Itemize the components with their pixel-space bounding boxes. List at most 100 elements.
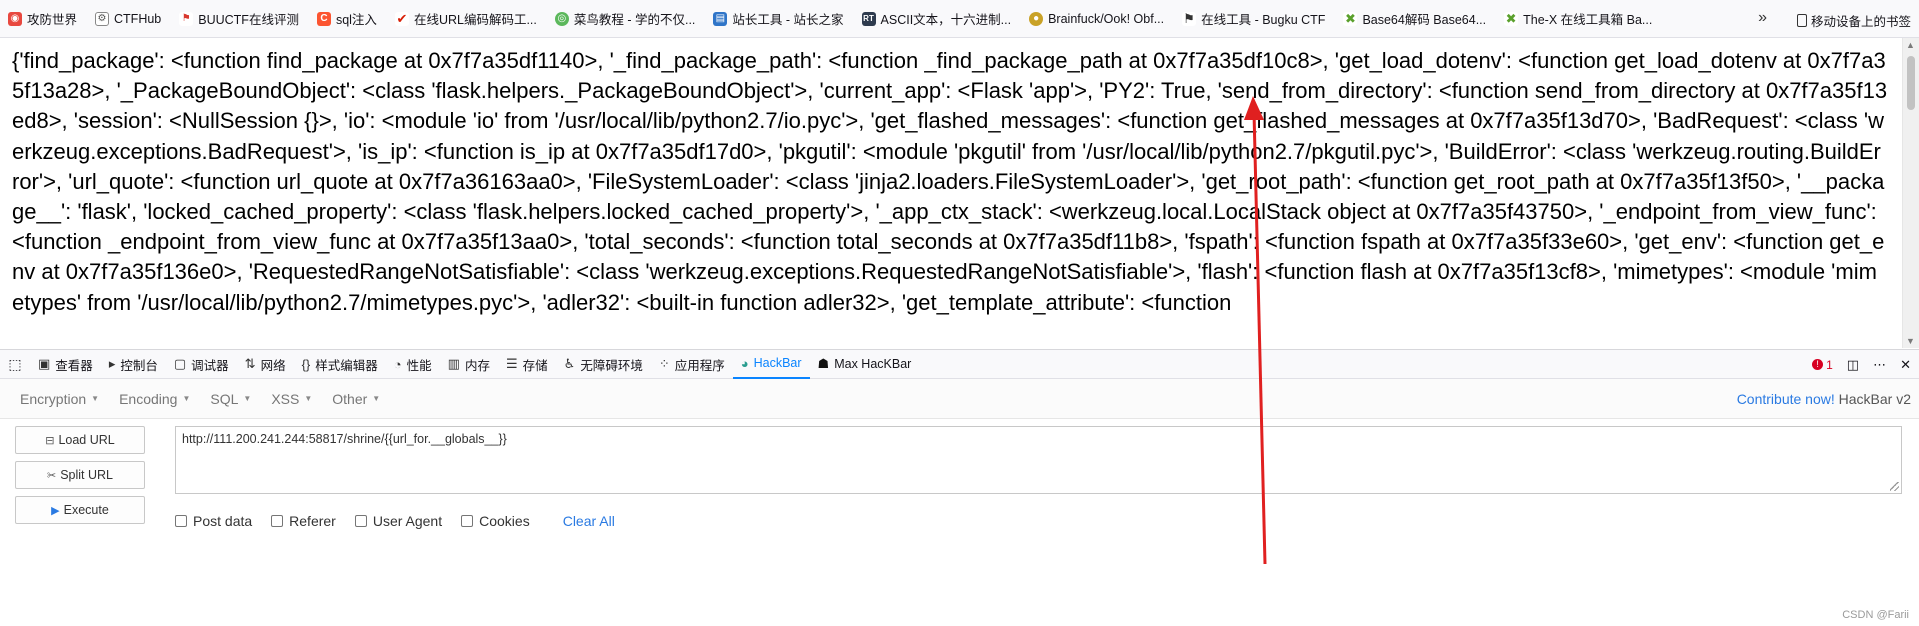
scissors-icon: ✂ bbox=[46, 469, 57, 482]
csdn-icon: C bbox=[316, 11, 331, 26]
referer-checkbox[interactable] bbox=[271, 515, 284, 527]
split-url-button[interactable]: ✂Split URL bbox=[15, 461, 145, 489]
max-hackbar-icon: ☗ bbox=[817, 356, 830, 371]
memory-icon: ▥ bbox=[447, 356, 460, 371]
tab-debugger[interactable]: ▢调试器 bbox=[173, 356, 229, 373]
tab-inspector[interactable]: ▣查看器 bbox=[38, 356, 93, 373]
flag-icon: ⚑ bbox=[1182, 10, 1197, 26]
x-icon: ✖ bbox=[1343, 10, 1358, 26]
bookmark-item[interactable]: ⚑在线工具 - Bugku CTF bbox=[1182, 10, 1326, 27]
user-agent-option[interactable]: User Agent bbox=[354, 513, 442, 529]
performance-icon: ◔ bbox=[393, 356, 402, 372]
sql-dropdown[interactable]: SQL▼ bbox=[210, 390, 252, 407]
scroll-down-icon[interactable]: ▼ bbox=[1906, 336, 1915, 346]
hackbar-version: HackBar v2 bbox=[1838, 391, 1911, 407]
bookmark-item[interactable]: ⚑BUUCTF在线评测 bbox=[179, 9, 299, 28]
caret-down-icon: ▼ bbox=[372, 394, 381, 403]
caret-down-icon: ▼ bbox=[304, 394, 313, 403]
url-value: http://111.200.241.244:58817/shrine/{{ur… bbox=[182, 432, 507, 446]
style-editor-icon: {} bbox=[301, 356, 311, 372]
vertical-scrollbar[interactable]: ▲ ▼ bbox=[1902, 38, 1919, 348]
request-options: Post data Referer User Agent Cookies Cle… bbox=[175, 513, 615, 529]
encoding-dropdown[interactable]: Encoding▼ bbox=[119, 390, 191, 407]
cookies-option[interactable]: Cookies bbox=[461, 513, 530, 529]
debugger-icon: ▢ bbox=[173, 356, 187, 371]
dock-side-icon[interactable]: ◫ bbox=[1846, 356, 1860, 372]
application-icon: ⁘ bbox=[658, 356, 670, 371]
page-content: {'find_package': <function find_package … bbox=[12, 48, 1888, 315]
tab-console[interactable]: ▸控制台 bbox=[108, 356, 158, 373]
console-icon: ▸ bbox=[108, 356, 116, 371]
bookmark-item[interactable]: ●Brainfuck/Ook! Obf... bbox=[1029, 11, 1164, 26]
bookmark-item[interactable]: ✖Base64解码 Base64... bbox=[1343, 10, 1487, 27]
tab-application[interactable]: ⁘应用程序 bbox=[658, 356, 725, 373]
other-dropdown[interactable]: Other▼ bbox=[332, 390, 381, 407]
error-badge[interactable]: !1 bbox=[1812, 358, 1833, 372]
network-icon: ⇅ bbox=[244, 356, 256, 371]
user-agent-checkbox[interactable] bbox=[354, 515, 367, 527]
error-icon: ! bbox=[1812, 359, 1824, 370]
rt-icon: RT bbox=[861, 11, 876, 26]
tab-memory[interactable]: ▥内存 bbox=[447, 356, 490, 373]
chinaz-icon: ▤ bbox=[713, 11, 728, 26]
resize-grip-icon[interactable] bbox=[1890, 482, 1899, 491]
load-icon: ⊟ bbox=[45, 434, 55, 447]
flag-icon: ⚑ bbox=[179, 11, 194, 26]
clear-all-link[interactable]: Clear All bbox=[562, 513, 615, 529]
devtools-controls: !1 ◫ ⋯ ✕ bbox=[1812, 350, 1911, 379]
post-data-option[interactable]: Post data bbox=[175, 513, 252, 529]
scroll-up-icon[interactable]: ▲ bbox=[1906, 40, 1915, 50]
bookmark-item[interactable]: ⚙CTFHub bbox=[95, 11, 161, 26]
hackbar-panel: ⊟Load URL ✂Split URL ▶Execute http://111… bbox=[0, 419, 1919, 626]
bookmark-item[interactable]: ✔在线URL编码解码工... bbox=[394, 10, 537, 27]
post-data-checkbox[interactable] bbox=[175, 515, 187, 527]
storage-icon: ☰ bbox=[505, 356, 518, 371]
bookmark-item[interactable]: ◉攻防世界 bbox=[8, 9, 77, 28]
tab-performance[interactable]: ◔性能 bbox=[393, 356, 432, 373]
tab-hackbar[interactable]: ◕HackBar bbox=[732, 350, 810, 379]
element-picker-icon[interactable]: ⬚ bbox=[8, 355, 22, 372]
more-options-icon[interactable]: ⋯ bbox=[1873, 356, 1887, 372]
x-icon: ✖ bbox=[1504, 10, 1519, 26]
hackbar-menu: Encryption▼ Encoding▼ SQL▼ XSS▼ Other▼ C… bbox=[0, 379, 1919, 419]
contribute-area: Contribute now! HackBar v2 bbox=[1737, 391, 1911, 407]
caret-down-icon: ▼ bbox=[243, 394, 252, 403]
brain-icon: ● bbox=[1029, 11, 1044, 26]
check-icon: ✔ bbox=[394, 10, 409, 26]
tab-accessibility[interactable]: ♿无障碍环境 bbox=[563, 356, 643, 373]
referer-option[interactable]: Referer bbox=[271, 513, 336, 529]
hackbar-icon: ◕ bbox=[740, 355, 749, 371]
tab-max-hackbar[interactable]: ☗Max HacKBar bbox=[817, 356, 912, 371]
play-icon: ▶ bbox=[51, 504, 60, 517]
caret-down-icon: ▼ bbox=[182, 394, 191, 403]
tab-network[interactable]: ⇅网络 bbox=[244, 356, 286, 373]
bookmark-item[interactable]: ▤站长工具 - 站长之家 bbox=[713, 9, 844, 28]
tab-storage[interactable]: ☰存储 bbox=[505, 356, 548, 373]
chevron-right-icon[interactable]: » bbox=[1758, 9, 1767, 26]
close-icon[interactable]: ✕ bbox=[1900, 356, 1911, 372]
mobile-icon bbox=[1796, 14, 1807, 27]
xss-dropdown[interactable]: XSS▼ bbox=[271, 390, 313, 407]
execute-button[interactable]: ▶Execute bbox=[15, 496, 145, 524]
mobile-bookmarks[interactable]: 移动设备上的书签 bbox=[1796, 11, 1911, 30]
runoob-icon: ◎ bbox=[554, 11, 569, 26]
caret-down-icon: ▼ bbox=[91, 394, 100, 403]
ctfhub-icon: ⚙ bbox=[95, 11, 110, 26]
devtools-toolbar: ⬚ ▣查看器 ▸控制台 ▢调试器 ⇅网络 {}样式编辑器 ◔性能 ▥内存 ☰存储… bbox=[0, 349, 1919, 379]
bookmark-item[interactable]: ◎菜鸟教程 - 学的不仅... bbox=[554, 9, 695, 28]
inspector-icon: ▣ bbox=[38, 356, 51, 371]
scrollbar-thumb[interactable] bbox=[1907, 56, 1915, 110]
bookmark-item[interactable]: ✖The-X 在线工具箱 Ba... bbox=[1504, 10, 1653, 27]
cookies-checkbox[interactable] bbox=[461, 515, 474, 527]
accessibility-icon: ♿ bbox=[563, 356, 576, 371]
globe-icon: ◉ bbox=[8, 11, 22, 26]
contribute-link[interactable]: Contribute now! bbox=[1736, 391, 1835, 407]
encryption-dropdown[interactable]: Encryption▼ bbox=[20, 390, 100, 407]
tab-style-editor[interactable]: {}样式编辑器 bbox=[301, 356, 378, 373]
url-textarea[interactable]: http://111.200.241.244:58817/shrine/{{ur… bbox=[175, 426, 1902, 494]
load-url-button[interactable]: ⊟Load URL bbox=[15, 426, 145, 454]
watermark: CSDN @Farii bbox=[1842, 609, 1909, 621]
